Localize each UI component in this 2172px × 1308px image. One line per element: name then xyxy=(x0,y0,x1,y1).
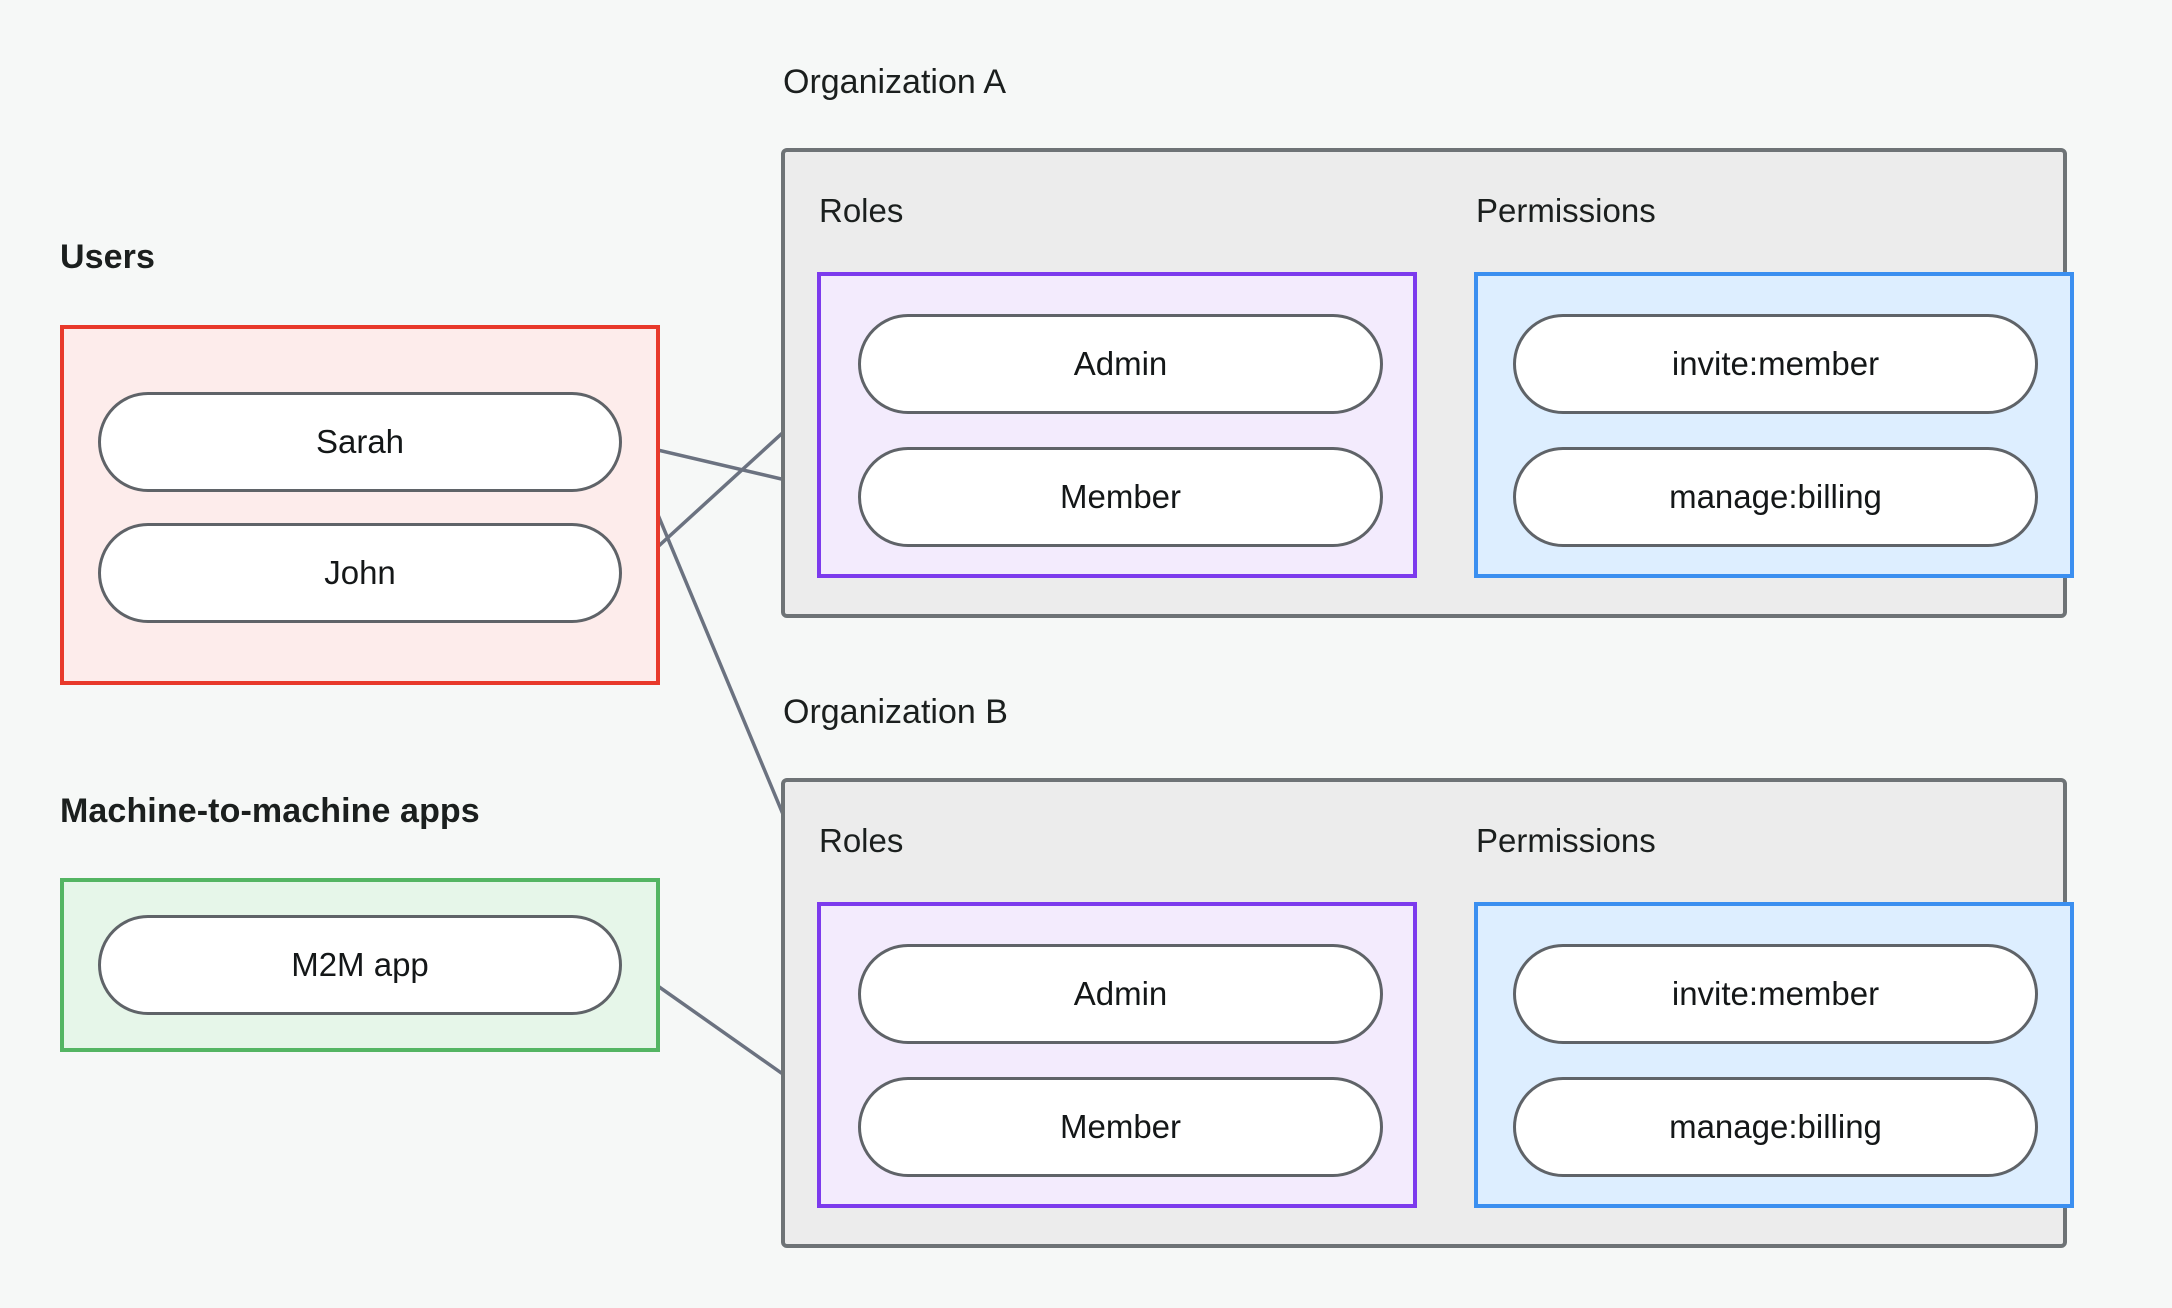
node-sarah[interactable]: Sarah xyxy=(98,392,622,492)
node-label: Admin xyxy=(1073,345,1168,382)
node-label: manage:billing xyxy=(1669,478,1882,515)
node-label: Admin xyxy=(1073,975,1168,1012)
node-org-b-manage-billing[interactable]: manage:billing xyxy=(1513,1077,2038,1177)
machine-apps-caption: Machine-to-machine apps xyxy=(60,792,480,830)
organization-b-caption: Organization B xyxy=(783,693,1008,731)
node-org-a-manage-billing[interactable]: manage:billing xyxy=(1513,447,2038,547)
node-label: Member xyxy=(1059,478,1182,515)
node-m2m-app[interactable]: M2M app xyxy=(98,915,622,1015)
node-label: Member xyxy=(1059,1108,1182,1145)
node-label: M2M app xyxy=(291,946,429,983)
users-group xyxy=(60,325,660,685)
users-caption: Users xyxy=(60,238,156,276)
node-org-a-invite-member[interactable]: invite:member xyxy=(1513,314,2038,414)
node-org-b-admin[interactable]: Admin xyxy=(858,944,1383,1044)
node-john[interactable]: John xyxy=(98,523,622,623)
organization-b-roles-caption: Roles xyxy=(819,822,904,859)
node-org-a-member[interactable]: Member xyxy=(858,447,1383,547)
node-label: invite:member xyxy=(1671,345,1880,382)
node-label: Sarah xyxy=(315,423,405,460)
node-label: John xyxy=(324,554,396,591)
organization-a-permissions-caption: Permissions xyxy=(1476,192,1656,229)
organization-b-permissions-caption: Permissions xyxy=(1476,822,1656,859)
node-org-b-invite-member[interactable]: invite:member xyxy=(1513,944,2038,1044)
node-org-b-member[interactable]: Member xyxy=(858,1077,1383,1177)
organization-a-roles-caption: Roles xyxy=(819,192,904,229)
node-label: invite:member xyxy=(1671,975,1880,1012)
node-org-a-admin[interactable]: Admin xyxy=(858,314,1383,414)
organization-a-caption: Organization A xyxy=(783,63,1007,101)
node-label: manage:billing xyxy=(1669,1108,1882,1145)
